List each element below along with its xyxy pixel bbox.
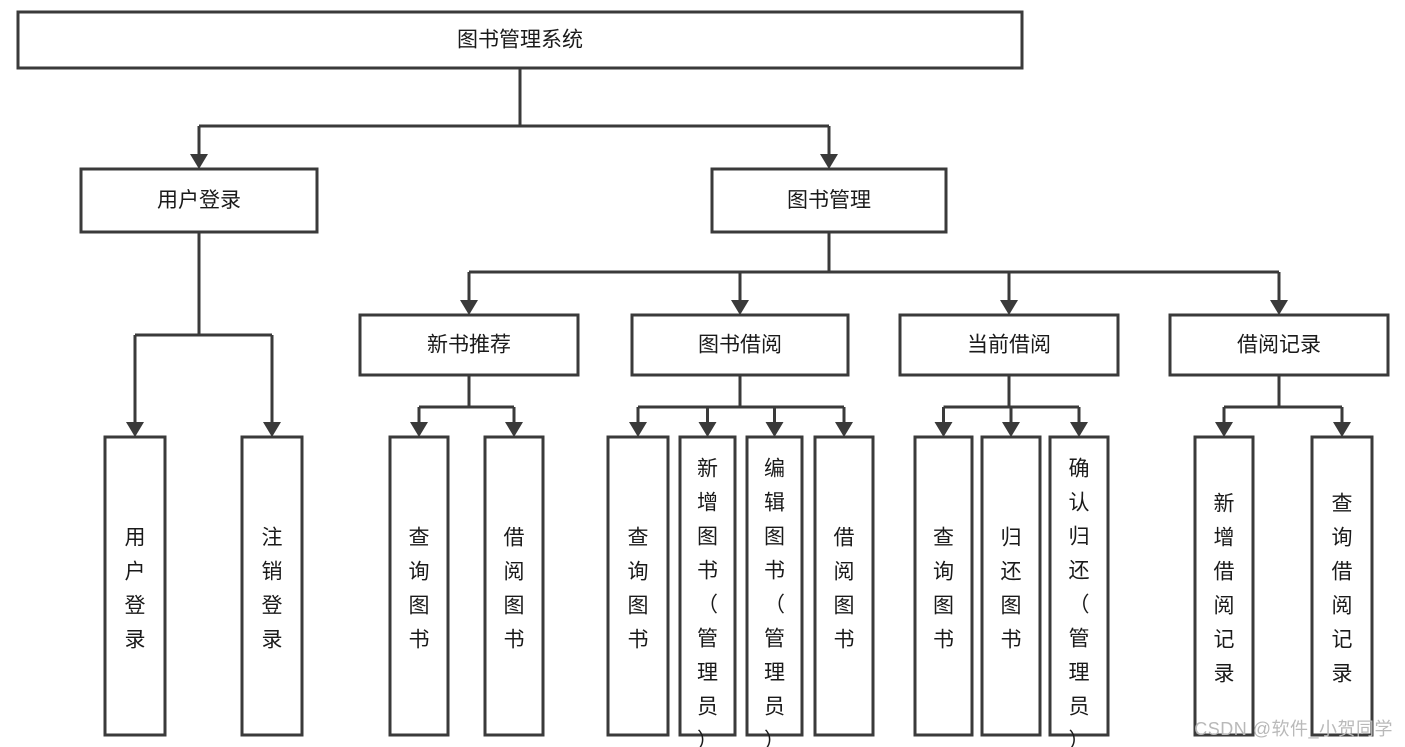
node-current-borrow-label: 当前借阅 [967, 334, 1051, 357]
node-borrow-record-label: 借阅记录 [1237, 334, 1321, 357]
node-leaf-borrow-book-rec-label: 借阅图书 [504, 527, 525, 652]
node-leaf-borrow-book-bb[interactable]: 借阅图书 [813, 435, 875, 737]
node-leaf-edit-book-label: 编辑图书（管理员） [764, 457, 785, 747]
node-root-system-box [16, 10, 1024, 70]
node-new-book-rec-box [358, 313, 580, 377]
node-leaf-confirm-return-label: 确认归还（管理员） [1069, 457, 1090, 747]
node-leaf-borrow-book-bb-label: 借阅图书 [834, 527, 855, 652]
node-root-system[interactable]: 图书管理系统 [16, 10, 1024, 70]
node-current-borrow-box [898, 313, 1120, 377]
node-leaf-query-book-rec[interactable]: 查询图书 [388, 435, 450, 737]
node-leaf-query-book-bb[interactable]: 查询图书 [606, 435, 670, 737]
node-leaf-user-login-label: 用户登录 [125, 527, 146, 652]
node-leaf-logout[interactable]: 注销登录 [240, 435, 304, 737]
node-layer: 图书管理系统用户登录图书管理新书推荐图书借阅当前借阅借阅记录用户登录注销登录查询… [16, 10, 1390, 747]
node-user-login[interactable]: 用户登录 [79, 167, 319, 234]
node-book-borrow-box [630, 313, 850, 377]
node-leaf-return-book-box [980, 435, 1042, 737]
node-leaf-query-record-box [1310, 435, 1374, 737]
node-book-borrow-label: 图书借阅 [698, 334, 782, 357]
node-leaf-confirm-return[interactable]: 确认归还（管理员） [1048, 435, 1110, 747]
node-leaf-query-book-cb-box [913, 435, 974, 737]
node-new-book-rec[interactable]: 新书推荐 [358, 313, 580, 377]
node-leaf-query-book-bb-label: 查询图书 [628, 527, 649, 652]
node-leaf-add-book-label: 新增图书（管理员） [697, 457, 718, 747]
node-leaf-add-record-box [1193, 435, 1255, 737]
node-book-manage-label: 图书管理 [787, 189, 871, 212]
node-user-login-label: 用户登录 [157, 189, 241, 212]
node-leaf-query-book-cb-label: 查询图书 [933, 527, 954, 652]
node-book-manage-box [710, 167, 948, 234]
node-leaf-query-book-rec-box [388, 435, 450, 737]
node-leaf-user-login[interactable]: 用户登录 [103, 435, 167, 737]
node-leaf-return-book[interactable]: 归还图书 [980, 435, 1042, 737]
node-leaf-logout-label: 注销登录 [262, 527, 283, 652]
node-leaf-return-book-label: 归还图书 [1001, 527, 1022, 652]
node-book-borrow[interactable]: 图书借阅 [630, 313, 850, 377]
node-current-borrow[interactable]: 当前借阅 [898, 313, 1120, 377]
node-leaf-edit-book-box [745, 435, 804, 737]
node-leaf-borrow-book-bb-box [813, 435, 875, 737]
node-root-system-label: 图书管理系统 [457, 29, 583, 52]
node-leaf-borrow-book-rec[interactable]: 借阅图书 [483, 435, 545, 737]
node-leaf-add-record-label: 新增借阅记录 [1214, 493, 1235, 686]
node-user-login-box [79, 167, 319, 234]
node-leaf-query-book-cb[interactable]: 查询图书 [913, 435, 974, 737]
node-leaf-query-book-rec-label: 查询图书 [409, 527, 430, 652]
node-leaf-add-record[interactable]: 新增借阅记录 [1193, 435, 1255, 737]
node-leaf-query-record[interactable]: 查询借阅记录 [1310, 435, 1374, 737]
node-book-manage[interactable]: 图书管理 [710, 167, 948, 234]
node-borrow-record[interactable]: 借阅记录 [1168, 313, 1390, 377]
node-leaf-add-book[interactable]: 新增图书（管理员） [678, 435, 737, 747]
node-leaf-confirm-return-box [1048, 435, 1110, 737]
node-leaf-logout-box [240, 435, 304, 737]
connector-layer [126, 68, 1351, 437]
node-leaf-edit-book[interactable]: 编辑图书（管理员） [745, 435, 804, 747]
node-leaf-borrow-book-rec-box [483, 435, 545, 737]
node-leaf-query-book-bb-box [606, 435, 670, 737]
node-leaf-add-book-box [678, 435, 737, 737]
node-leaf-query-record-label: 查询借阅记录 [1332, 493, 1353, 686]
node-borrow-record-box [1168, 313, 1390, 377]
node-new-book-rec-label: 新书推荐 [427, 334, 511, 357]
node-leaf-user-login-box [103, 435, 167, 737]
